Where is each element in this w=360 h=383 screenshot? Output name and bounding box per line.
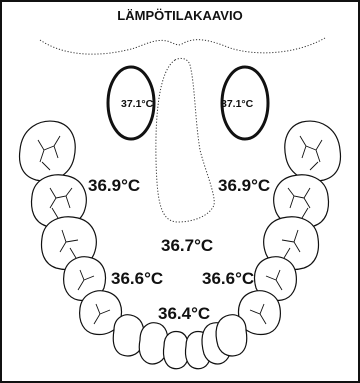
tongue-outline — [156, 58, 214, 222]
upper-left-temperature: 36.9°C — [88, 176, 140, 196]
mid-left-temperature: 36.6°C — [111, 269, 163, 289]
left-cheek-temperature: 37.1°C — [121, 98, 151, 110]
upper-right-temperature: 36.9°C — [218, 176, 270, 196]
diagram-title: LÄMPÖTILAKAAVIO — [0, 8, 360, 23]
center-temperature: 36.7°C — [161, 236, 213, 256]
mid-right-temperature: 36.6°C — [202, 269, 254, 289]
right-cheek-temperature: 37.1°C — [221, 98, 251, 110]
upper-lip-outline — [40, 38, 325, 54]
right-molars — [264, 121, 341, 269]
left-molars — [20, 121, 97, 269]
bottom-temperature: 36.4°C — [158, 304, 210, 324]
